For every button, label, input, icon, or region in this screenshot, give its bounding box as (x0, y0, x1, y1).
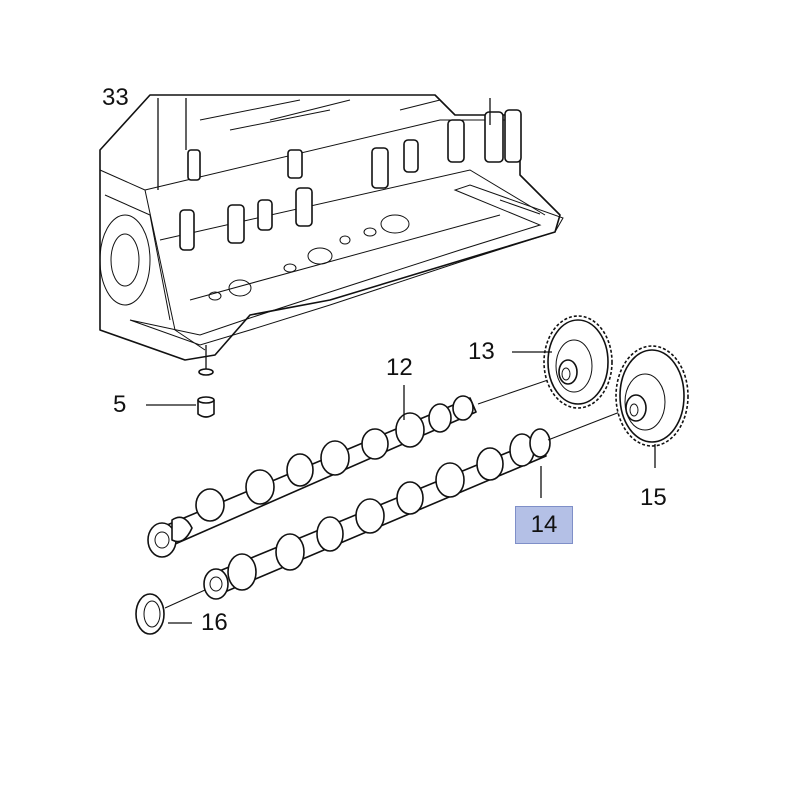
gear-upper (512, 315, 613, 409)
callout-13: 13 (468, 338, 495, 365)
camshaft-upper (147, 379, 549, 558)
camshaft-lower (203, 409, 626, 600)
callout-5: 5 (113, 391, 127, 418)
dowel-pin (146, 345, 215, 418)
callout-14: 14 (530, 511, 558, 538)
oil-seal (135, 589, 206, 635)
callout-15: 15 (640, 484, 667, 511)
callout-16: 16 (201, 609, 228, 636)
gear-lower (615, 345, 689, 468)
callout-14-highlight: 14 (515, 506, 573, 544)
callout-33: 33 (102, 84, 129, 111)
callout-12: 12 (386, 354, 413, 381)
cylinder-head (99, 94, 564, 361)
